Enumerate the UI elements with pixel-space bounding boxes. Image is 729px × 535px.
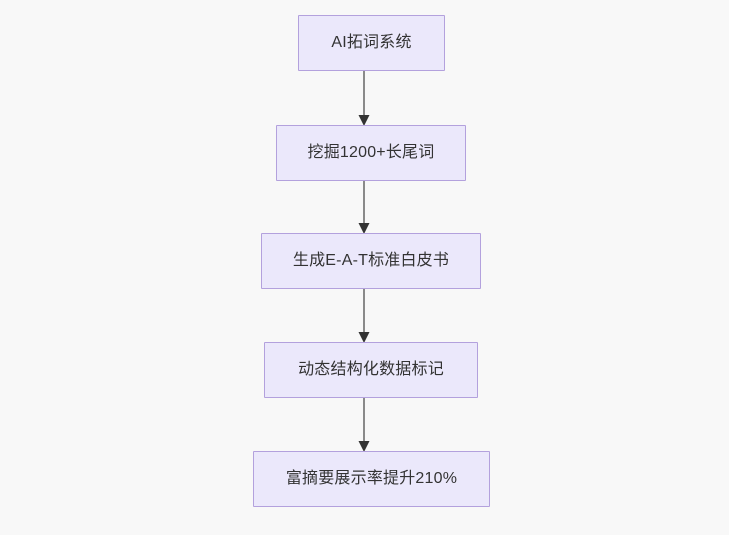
edge-n4-n5 (358, 398, 370, 452)
arrowhead-icon (358, 115, 370, 126)
edge-n1-n2 (358, 71, 370, 126)
flowchart-node-label: 动态结构化数据标记 (298, 361, 444, 379)
flowchart-node-label: 生成E-A-T标准白皮书 (292, 252, 450, 270)
flowchart-node-ai-keyword-system[interactable]: AI拓词系统 (298, 15, 445, 71)
arrowhead-icon (358, 223, 370, 234)
flowchart-node-mine-longtail-keywords[interactable]: 挖掘1200+长尾词 (276, 125, 466, 181)
flowchart-node-rich-snippet-impression-lift[interactable]: 富摘要展示率提升210% (253, 451, 490, 507)
edge-n2-n3 (358, 181, 370, 234)
flowchart-node-dynamic-structured-data-markup[interactable]: 动态结构化数据标记 (264, 342, 478, 398)
edge-n3-n4 (358, 289, 370, 343)
flowchart-node-generate-eat-whitepaper[interactable]: 生成E-A-T标准白皮书 (261, 233, 481, 289)
flowchart-node-label: 挖掘1200+长尾词 (307, 144, 435, 162)
arrowhead-icon (358, 441, 370, 452)
flowchart-node-label: AI拓词系统 (331, 34, 412, 52)
flowchart-node-label: 富摘要展示率提升210% (285, 470, 458, 488)
arrowhead-icon (358, 332, 370, 343)
